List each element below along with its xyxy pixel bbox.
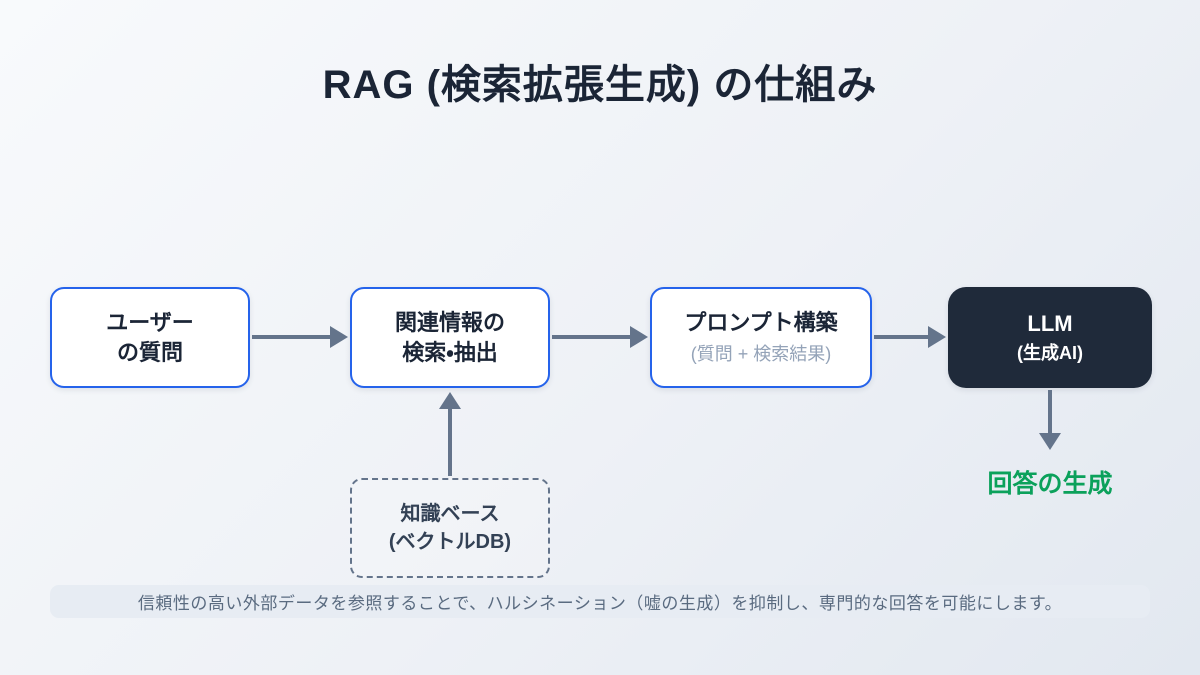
arrow-right-icon-1	[252, 326, 348, 348]
arrow-shaft	[448, 409, 452, 476]
node-user-question-line2: の質問	[116, 339, 183, 365]
arrow-shaft	[252, 335, 330, 339]
node-prompt-build-subtitle: (質問 + 検索結果)	[690, 343, 832, 364]
node-knowledge-base-line2: (ベクトルDB)	[388, 531, 512, 553]
arrow-head	[630, 326, 648, 348]
note-bar: 信頼性の高い外部データを参照することで、ハルシネーション（嘘の生成）を抑制し、専…	[50, 585, 1150, 618]
node-user-question: ユーザー の質問	[50, 287, 250, 388]
arrow-shaft	[552, 335, 630, 339]
node-knowledge-base-line1: 知識ベース	[400, 503, 500, 525]
node-retrieval-line1: 関連情報の	[394, 309, 505, 335]
arrow-right-icon-3	[874, 326, 946, 348]
node-retrieval-line2: 検索・抽出	[402, 339, 498, 365]
arrow-right-icon-2	[552, 326, 648, 348]
arrow-down-icon	[1039, 390, 1061, 450]
arrow-shaft	[1048, 390, 1052, 433]
arrow-head	[1039, 433, 1061, 450]
arrow-up-icon	[439, 392, 461, 476]
node-knowledge-base: 知識ベース (ベクトルDB)	[350, 478, 550, 578]
answer-generation-label: 回答の生成	[987, 470, 1113, 498]
node-prompt-build-title: プロンプト構築	[684, 310, 838, 336]
note-text: 信頼性の高い外部データを参照することで、ハルシネーション（嘘の生成）を抑制し、専…	[137, 594, 1063, 613]
arrow-head	[439, 392, 461, 409]
arrow-head	[928, 326, 946, 348]
node-llm-subtitle: (生成AI)	[1017, 343, 1083, 364]
node-llm: LLM (生成AI)	[948, 287, 1152, 388]
arrow-shaft	[874, 335, 928, 339]
page-title: RAG (検索拡張生成) の仕組み	[322, 63, 878, 107]
node-prompt-build: プロンプト構築 (質問 + 検索結果)	[650, 287, 872, 388]
node-retrieval: 関連情報の 検索・抽出	[350, 287, 550, 388]
arrow-head	[330, 326, 348, 348]
node-llm-title: LLM	[1027, 310, 1073, 336]
node-user-question-line1: ユーザー	[106, 309, 194, 335]
